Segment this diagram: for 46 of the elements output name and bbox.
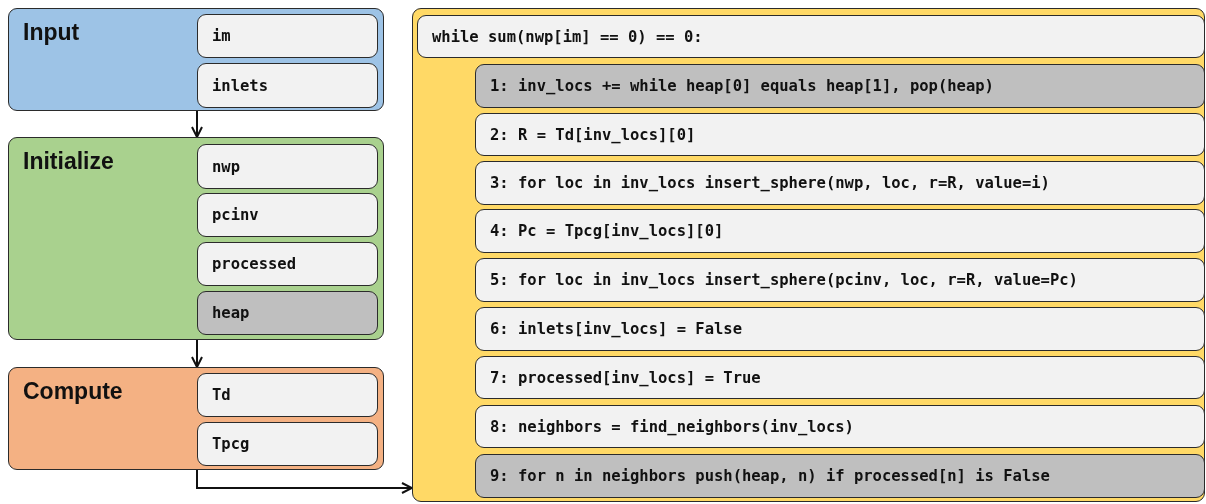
code-line: pcinv [212, 206, 259, 224]
code-line: 5: for loc in inv_locs insert_sphere(pcinv, loc, r=R, value=Pc) [490, 271, 1078, 289]
code-line: 4: Pc = Tpcg[inv_locs][0] [490, 222, 724, 240]
code-line: 8: neighbors = find_neighbors(inv_locs) [490, 417, 854, 436]
code-box [197, 373, 378, 417]
arrow [196, 469, 413, 494]
code-box [197, 14, 378, 58]
code-box [475, 64, 1205, 108]
group-heading: Compute [23, 378, 123, 405]
code-box [197, 63, 378, 108]
code-box [417, 15, 1205, 58]
panel-box [412, 8, 1205, 502]
group-heading: Input [23, 19, 80, 46]
group-heading: Initialize [23, 148, 114, 175]
code-line: 7: processed[inv_locs] = True [490, 368, 761, 387]
code-line: 2: R = Td[inv_locs][0] [490, 125, 696, 144]
code-box [475, 209, 1205, 253]
code-line: im [212, 27, 231, 45]
code-line: 9: for n in neighbors push(heap, n) if processed[n] is False [490, 467, 1050, 485]
code-line: inlets [212, 76, 268, 95]
group-box [8, 367, 384, 470]
code-box [197, 242, 378, 286]
code-line: Td [212, 386, 231, 404]
code-box [475, 356, 1205, 399]
code-box [475, 113, 1205, 156]
code-box [197, 193, 378, 237]
code-box [475, 405, 1205, 448]
code-line: Tpcg [212, 435, 250, 453]
group-box [8, 8, 384, 111]
code-line: while sum(nwp[im] == 0) == 0: [432, 27, 703, 46]
code-box [197, 144, 378, 189]
code-line: heap [212, 304, 250, 322]
code-line: 1: inv_locs += while heap[0] equals heap[1], pop(heap) [490, 77, 994, 95]
code-box [475, 161, 1205, 205]
code-box [475, 307, 1205, 351]
group-box [8, 137, 384, 340]
code-box [475, 454, 1205, 498]
code-line: processed [212, 255, 296, 273]
code-box [475, 258, 1205, 302]
code-box [197, 422, 378, 466]
code-line: 6: inlets[inv_locs] = False [490, 320, 742, 338]
arrow [191, 339, 203, 368]
arrow [191, 110, 203, 138]
code-box [197, 291, 378, 335]
code-line: 3: for loc in inv_locs insert_sphere(nwp, loc, r=R, value=i) [490, 174, 1050, 192]
code-line: nwp [212, 157, 240, 176]
